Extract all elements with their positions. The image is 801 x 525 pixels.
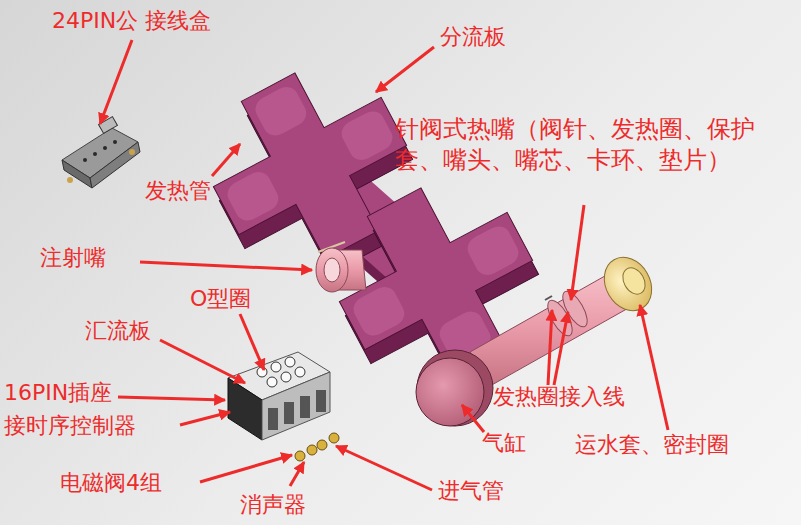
- part-label: 汇流板: [85, 318, 151, 344]
- part-label: 接时序控制器: [4, 413, 136, 439]
- part-label: 进气管: [438, 478, 504, 504]
- part-label: 发热管: [145, 178, 211, 204]
- part-label: 消声器: [240, 492, 306, 518]
- part-label: 16PIN插座: [4, 380, 112, 406]
- part-label: 24PIN公 接线盒: [52, 8, 211, 34]
- valve-block: [228, 352, 339, 461]
- part-label: 分流板: [440, 24, 506, 50]
- part-label: 气缸: [482, 430, 526, 456]
- part-label: 针阀式热嘴（阀针、发热圈、保护套、嘴头、嘴芯、卡环、垫片）: [395, 114, 767, 176]
- sprue-nozzle: [316, 248, 366, 292]
- part-label: O型圈: [190, 286, 251, 312]
- part-label: 发热圈接入线: [493, 384, 625, 410]
- part-label: 注射嘴: [40, 245, 106, 271]
- part-label: 运水套、密封圈: [575, 432, 729, 458]
- connector-box: [62, 117, 140, 188]
- air-cylinder: [416, 350, 493, 426]
- valve-nozzle: [470, 249, 661, 386]
- part-label: 电磁阀4组: [60, 470, 162, 496]
- leader-lines: [100, 40, 668, 490]
